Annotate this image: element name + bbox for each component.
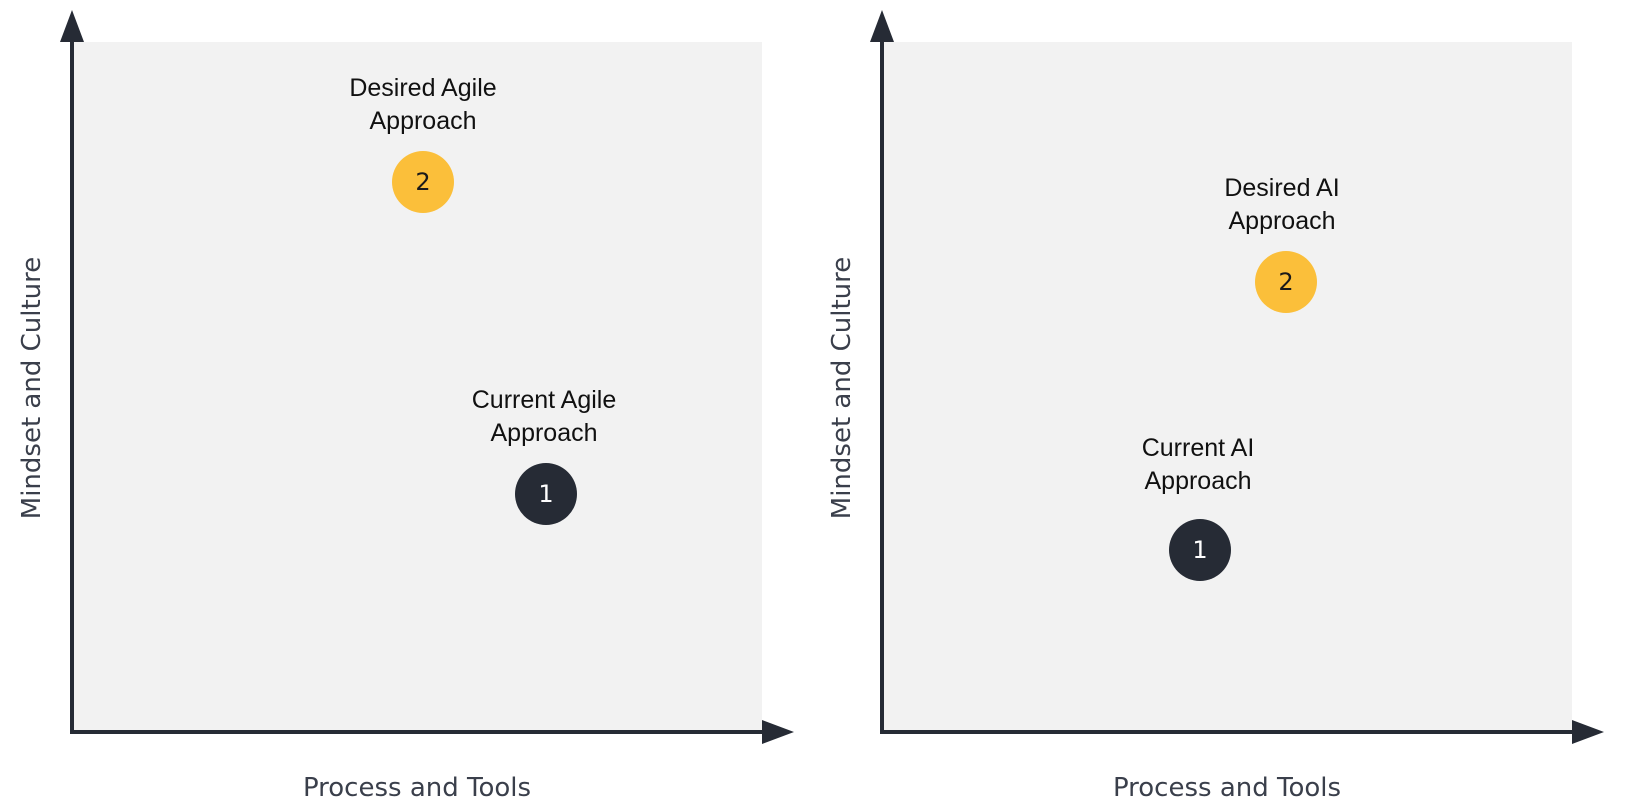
label-line: Approach xyxy=(369,107,477,135)
current-approach-marker: 1 xyxy=(1169,519,1231,581)
label-line: Approach xyxy=(1228,207,1336,235)
label-line: Desired Agile xyxy=(349,74,497,102)
label-line: Current Agile xyxy=(471,386,617,414)
y-axis-arrowhead xyxy=(870,10,894,42)
current-approach-label: Current AI Approach xyxy=(1142,432,1255,498)
axes xyxy=(870,10,1604,744)
y-axis-label: Mindset and Culture xyxy=(17,256,47,520)
diagram-panel-ai: Mindset and Culture Process and Tools De… xyxy=(810,0,1620,806)
x-axis-label: Process and Tools xyxy=(302,773,532,803)
plot-area xyxy=(882,42,1572,732)
desired-approach-label: Desired AI Approach xyxy=(1224,172,1339,238)
label-line: Approach xyxy=(490,419,598,447)
current-approach-label: Current Agile Approach xyxy=(472,384,617,450)
y-axis-label: Mindset and Culture xyxy=(827,256,857,520)
axes xyxy=(60,10,794,744)
label-line: Current AI xyxy=(1141,434,1255,462)
label-line: Approach xyxy=(1144,467,1252,495)
desired-approach-label: Desired Agile Approach xyxy=(349,72,496,138)
desired-approach-marker: 2 xyxy=(392,151,454,213)
desired-approach-marker: 2 xyxy=(1255,251,1317,313)
current-approach-marker: 1 xyxy=(515,463,577,525)
x-axis-arrowhead xyxy=(1572,720,1604,744)
y-axis-arrowhead xyxy=(60,10,84,42)
diagram-panel-agile: Mindset and Culture Process and Tools De… xyxy=(0,0,810,806)
label-line: Desired AI xyxy=(1224,174,1340,202)
x-axis-label: Process and Tools xyxy=(1112,773,1342,803)
x-axis-arrowhead xyxy=(762,720,794,744)
